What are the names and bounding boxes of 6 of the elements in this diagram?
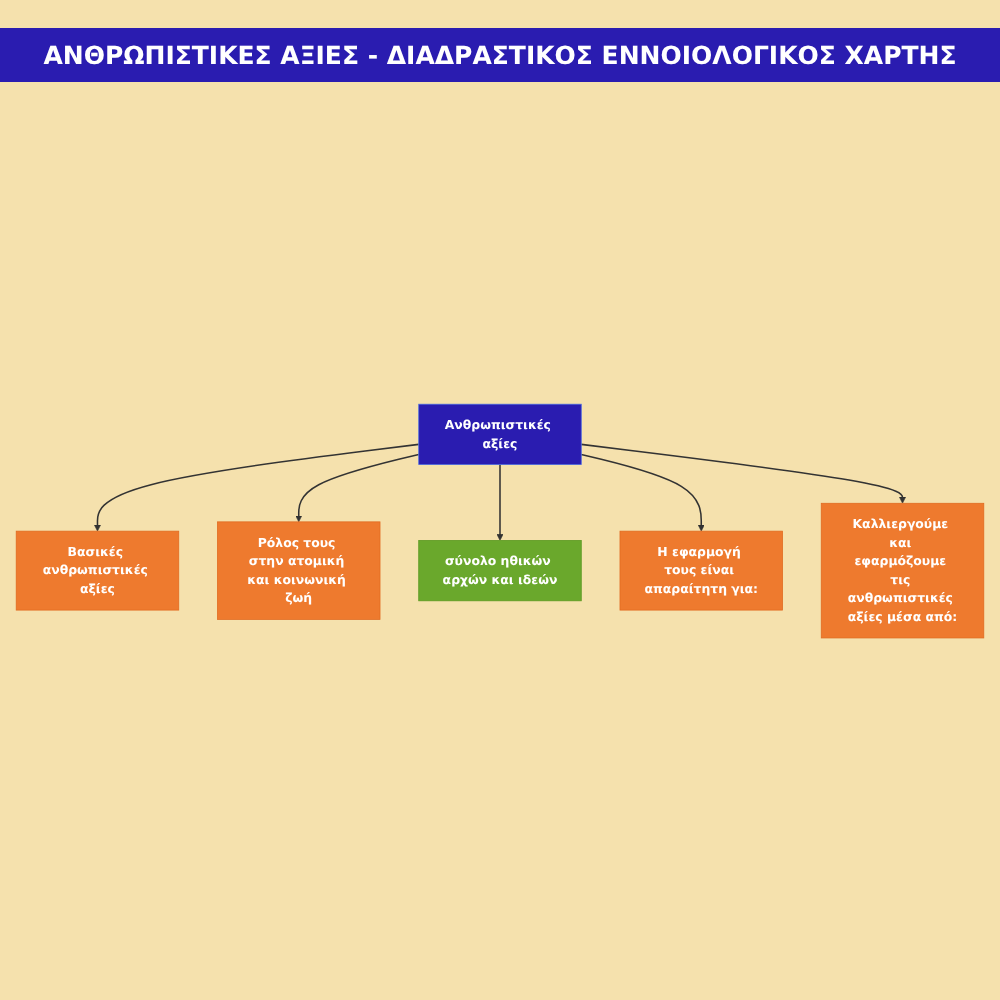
arrow (580, 454, 705, 533)
arrow (580, 444, 906, 505)
arrow (295, 454, 420, 524)
title-banner: ΑΝΘΡΩΠΙΣΤΙΚΕΣ ΑΞΙΕΣ - ΔΙΑΔΡΑΣΤΙΚΟΣ ΕΝΝΟΙΟΛΟΓΙΚΟΣ ΧΑΡΤΗΣ (0, 28, 1000, 82)
arrow (94, 444, 420, 533)
arrow (496, 464, 504, 542)
